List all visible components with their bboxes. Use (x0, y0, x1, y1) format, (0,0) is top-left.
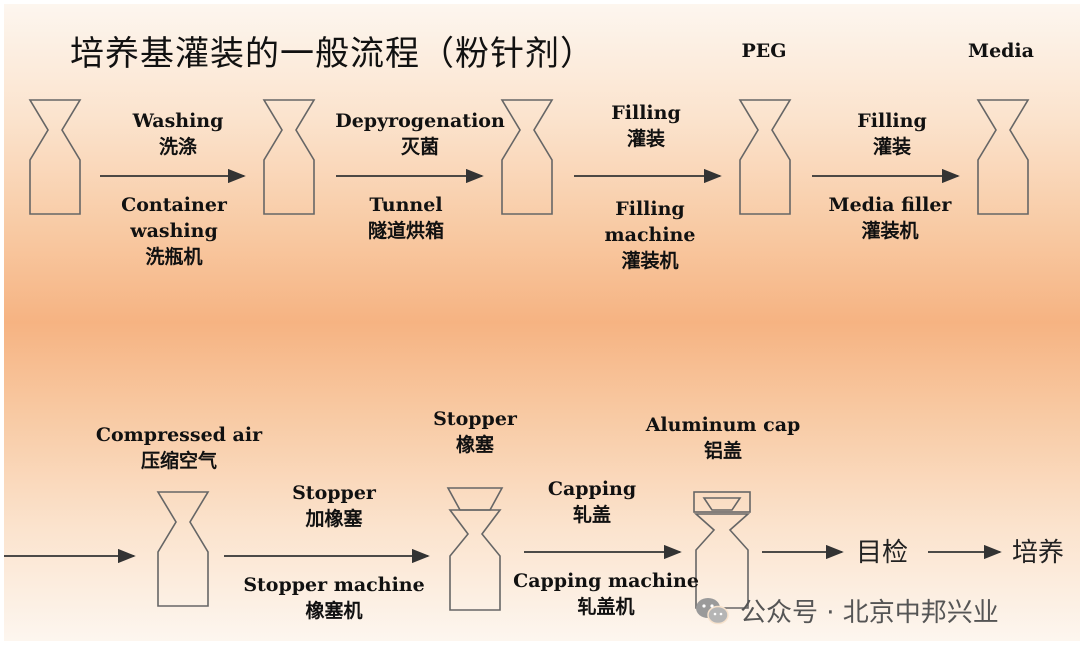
step-label-zh: 洗涤 (158, 136, 198, 158)
equipment-label-en-2: washing (130, 220, 218, 242)
compressed-air-label: Compressed air 压缩空气 (96, 422, 262, 474)
peg-label: PEG (741, 40, 787, 62)
vial-4 (738, 99, 792, 215)
step-label-zh: 灌装 (626, 128, 665, 150)
step-filling-peg-below: Filling machine 灌装机 (605, 196, 696, 274)
step-label-en: Depyrogenation (335, 110, 505, 132)
vial-3 (500, 99, 554, 215)
step-filling-peg-above: Filling 灌装 (611, 100, 680, 152)
equipment-label-en: Filling (615, 198, 685, 220)
vial-5 (976, 99, 1030, 215)
equipment-label-en: Stopper machine (243, 574, 425, 596)
stopper-shape (446, 487, 504, 511)
vial-bottom-3 (693, 513, 751, 609)
equipment-label-en-2: machine (604, 224, 696, 246)
page-title: 培养基灌装的一般流程（粉针剂） (70, 34, 595, 74)
media-label: Media (968, 40, 1034, 62)
step-label-zh: 灌装 (872, 136, 911, 158)
stopper-supply-en: Stopper (433, 408, 517, 430)
step-label-en: Capping (547, 478, 637, 500)
wechat-icon (696, 597, 729, 624)
step-label-zh: 加橡塞 (305, 508, 363, 530)
step-label-en: Filling (857, 110, 927, 132)
step-washing-below: Container washing 洗瓶机 (121, 192, 227, 270)
step-capping-below: Capping machine 轧盖机 (513, 568, 699, 620)
vial-bottom-1 (156, 491, 210, 607)
step-filling-media-above: Filling 灌装 (857, 108, 926, 160)
flow-graphics (4, 99, 1030, 611)
aluminum-cap-zh: 铝盖 (703, 440, 743, 462)
equipment-label-zh: 灌装机 (621, 250, 679, 272)
aluminum-cap-shape (693, 491, 751, 513)
step-stopper-below: Stopper machine 橡塞机 (243, 572, 424, 624)
vial-1 (28, 99, 82, 215)
step-depyrogenation-above: Depyrogenation 灭菌 (335, 108, 505, 160)
equipment-label-zh: 隧道烘箱 (367, 220, 445, 242)
equipment-label-en: Tunnel (369, 194, 443, 216)
watermark-text: 公众号 · 北京中邦兴业 (740, 598, 999, 628)
compressed-air-en: Compressed air (95, 424, 263, 446)
compressed-air-zh: 压缩空气 (140, 450, 217, 472)
step-label-en: Washing (132, 110, 224, 132)
equipment-label-zh: 橡塞机 (305, 600, 363, 622)
aluminum-cap-en: Aluminum cap (645, 414, 801, 436)
step-label-zh: 灭菌 (400, 136, 439, 158)
equipment-label-zh: 灌装机 (861, 220, 919, 242)
equipment-label-zh: 轧盖机 (577, 596, 635, 618)
equipment-label-en: Container (121, 194, 227, 216)
step-washing-above: Washing 洗涤 (133, 108, 224, 160)
step-label-zh: 轧盖 (572, 504, 612, 526)
equipment-label-zh: 洗瓶机 (145, 246, 203, 268)
vial-2 (262, 99, 316, 215)
diagram-canvas: 培养基灌装的一般流程（粉针剂） (4, 4, 1080, 641)
aluminum-cap-label: Aluminum cap 铝盖 (646, 412, 801, 464)
step-filling-media-below: Media filler 灌装机 (829, 192, 952, 244)
inspection-label: 目检 (856, 538, 909, 568)
step-capping-above: Capping 轧盖 (548, 476, 636, 528)
step-label-en: Stopper (292, 482, 376, 504)
equipment-label-en: Capping machine (513, 570, 699, 592)
watermark: 公众号 · 北京中邦兴业 (694, 592, 999, 629)
step-label-en: Filling (611, 102, 681, 124)
vial-bottom-2 (448, 509, 502, 611)
incubation-label: 培养 (1012, 538, 1065, 568)
stopper-supply-label: Stopper 橡塞 (433, 406, 517, 458)
stopper-supply-zh: 橡塞 (455, 434, 494, 456)
step-stopper-above: Stopper 加橡塞 (292, 480, 376, 532)
step-depyrogenation-below: Tunnel 隧道烘箱 (368, 192, 444, 244)
equipment-label-en: Media filler (828, 194, 952, 216)
